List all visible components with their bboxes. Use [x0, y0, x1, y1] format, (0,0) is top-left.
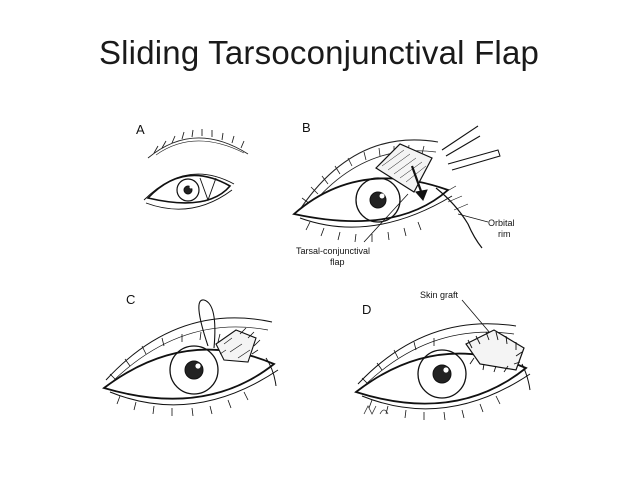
rim-label-b: rim — [498, 229, 511, 239]
tarsal-flap-b — [375, 125, 501, 249]
panel-a-label: A — [136, 122, 145, 137]
panel-c-label: C — [126, 292, 135, 307]
panel-b: B — [292, 120, 515, 267]
orbital-label-b: Orbital — [488, 218, 515, 228]
panel-d: D Skin graft — [354, 290, 531, 421]
flap-label-b: flap — [330, 257, 345, 267]
surgical-illustration: A B — [96, 108, 548, 430]
artist-signature — [363, 405, 389, 415]
skin-graft-label-d: Skin graft — [420, 290, 459, 300]
eyebrow-a — [147, 129, 249, 159]
leader-lines-b — [363, 193, 489, 243]
slide-title: Sliding Tarsoconjunctival Flap — [98, 34, 540, 71]
tarsal-conjunctival-label-b: Tarsal-conjunctival — [296, 246, 370, 256]
eye-a — [143, 173, 235, 210]
eye-d — [354, 323, 531, 421]
panel-a: A — [136, 122, 249, 210]
eye-c — [102, 299, 279, 417]
panel-d-label: D — [362, 302, 371, 317]
panel-b-label: B — [302, 120, 311, 135]
panel-c: C — [102, 292, 279, 417]
